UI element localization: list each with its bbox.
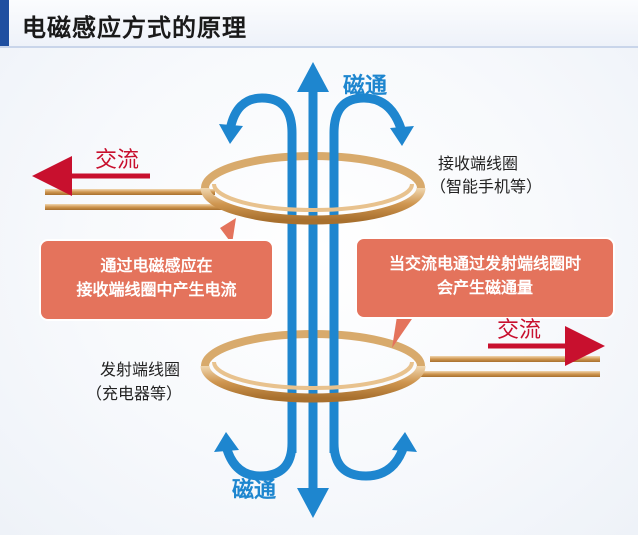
callout-left-line1: 通过电磁感应在: [100, 256, 213, 275]
transmitter-coil: [200, 361, 426, 403]
callout-right-line1: 当交流电通过发射端线圈时: [388, 254, 581, 273]
callout-right-line2: 会产生磁通量: [436, 278, 533, 297]
transmitter-coil-label: 发射端线圈: [100, 360, 181, 379]
transmitter-coil-lead-wires: [420, 356, 600, 377]
callout-right-bubble: [355, 237, 615, 348]
flux-label-top: 磁通: [343, 74, 388, 99]
callout-left-bubble: [39, 218, 274, 321]
callout-left-line2: 接收端线圈中产生电流: [76, 280, 237, 299]
receiver-coil-label: 接收端线圈: [438, 154, 519, 173]
receiver-coil-lead-wires: [45, 189, 230, 210]
page-title: 电磁感应方式的原理: [22, 14, 247, 42]
receiver-coil-note: （智能手机等）: [430, 177, 543, 196]
flux-arrowhead-bottom-right: [392, 432, 417, 452]
flux-arrowheads: [214, 62, 417, 518]
flux-arrowhead-top-right: [390, 126, 414, 146]
flux-arrowhead-top-left: [219, 124, 243, 144]
header: 电磁感应方式的原理: [0, 0, 638, 48]
ac-label-left: 交流: [95, 148, 140, 173]
ac-label-right: 交流: [497, 318, 542, 343]
header-accent-bar: [0, 0, 9, 46]
transmitter-coil-note: （充电器等）: [86, 384, 183, 403]
flux-arrowhead-bottom-left: [214, 432, 239, 452]
callout-left: 通过电磁感应在 接收端线圈中产生电流: [40, 254, 273, 302]
flux-arrowhead-down: [297, 488, 329, 518]
callout-right: 当交流电通过发射端线圈时 会产生磁通量: [356, 252, 614, 300]
receiver-coil: [200, 183, 426, 225]
induction-diagram: [32, 62, 615, 518]
flux-label-bottom: 磁通: [232, 478, 277, 503]
flux-arrowhead-up: [297, 62, 329, 92]
magnetic-flux-lines: [221, 88, 409, 488]
diagram-stage: 磁通 磁通 交流 交流 接收端线圈 （智能手机等） 发射端线圈 （充电器等） 通…: [0, 48, 638, 535]
